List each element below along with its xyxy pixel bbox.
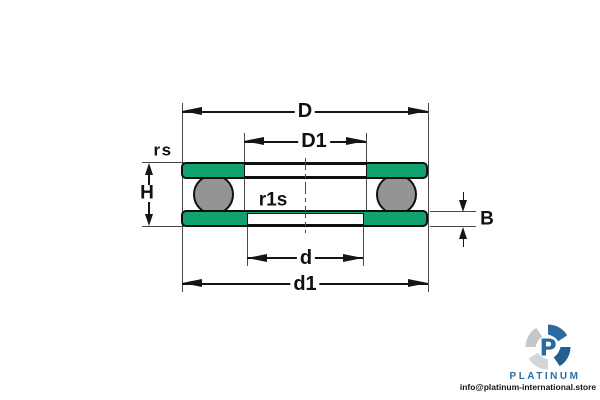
dim-B-label: B xyxy=(480,208,494,230)
center-axis-line xyxy=(304,158,306,233)
logo-monogram: P xyxy=(539,333,556,361)
dim-H-line-top xyxy=(148,168,150,185)
extension-line-H-bottom xyxy=(142,225,184,227)
dim-d-arrow-right xyxy=(343,253,363,262)
dim-B-line-top xyxy=(462,192,464,204)
platinum-logo-icon: P xyxy=(525,324,571,370)
brand-email: info@platinum-international.store xyxy=(459,382,597,392)
dim-d1-arrow-left xyxy=(182,279,202,287)
dim-D-arrow-right xyxy=(408,107,428,115)
extension-line-rs xyxy=(142,162,184,163)
dim-D1-arrow-left xyxy=(244,137,264,145)
dim-D-label: D xyxy=(294,101,316,121)
chamfer-rs-label: rs xyxy=(150,141,176,159)
dim-D1-label: D1 xyxy=(298,131,330,151)
dim-D-arrow-left xyxy=(182,107,202,115)
dim-d1-arrow-right xyxy=(408,279,428,287)
chamfer-r1s-label: r1s xyxy=(258,189,288,211)
brand-name: PLATINUM xyxy=(509,371,581,382)
dim-H-label: H xyxy=(140,182,154,204)
dim-d-label: d xyxy=(296,247,316,268)
dim-B-arrow-down xyxy=(459,199,467,212)
dim-H-arrow-down xyxy=(145,213,153,226)
dim-B-arrow-up xyxy=(459,226,467,239)
dim-d1-label: d1 xyxy=(290,273,320,294)
dim-B-line-bottom xyxy=(462,235,464,247)
dim-H-line-bottom xyxy=(148,202,150,218)
extension-line-B-bottom xyxy=(430,226,476,227)
platinum-branding: P PLATINUM info@platinum-international.s… xyxy=(455,320,600,398)
extension-line-B-top xyxy=(430,211,476,212)
extension-line-right xyxy=(427,103,429,292)
dim-D1-arrow-right xyxy=(346,137,366,145)
bearing-ball-right xyxy=(375,174,417,215)
bearing-ball-left xyxy=(193,174,234,215)
dim-H-arrow-up xyxy=(145,163,153,175)
extension-line-d-left xyxy=(246,213,248,266)
extension-line-d-right xyxy=(362,213,364,266)
extension-line-left xyxy=(181,103,183,292)
dim-d-arrow-left xyxy=(247,253,267,262)
